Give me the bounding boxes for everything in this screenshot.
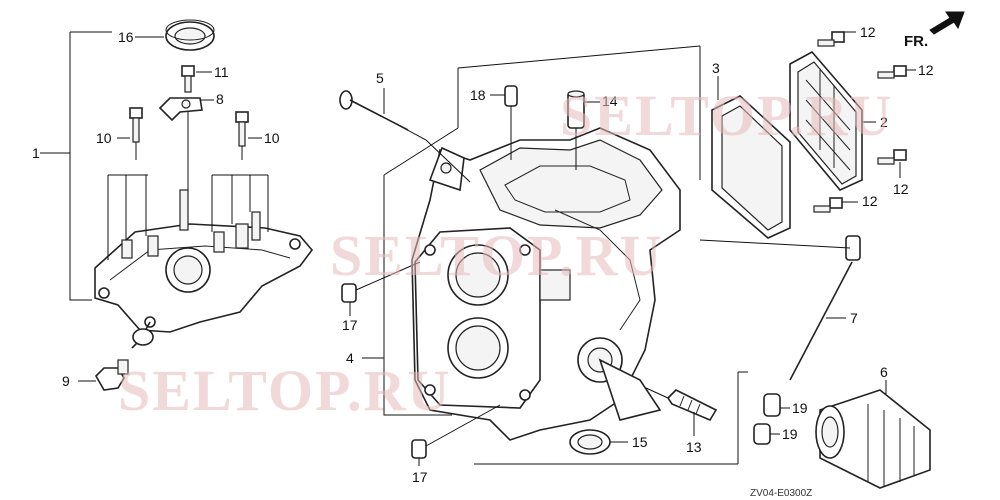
callout-16: 16 [118, 29, 134, 45]
callout-18: 18 [470, 87, 486, 103]
callout-8: 8 [216, 91, 224, 107]
oil-seal-15 [569, 429, 611, 455]
callout-17-lower: 17 [412, 469, 428, 485]
bolt-10-left [129, 107, 143, 143]
stud-13 [666, 389, 718, 422]
callout-15: 15 [632, 434, 648, 450]
gasket-3 [711, 95, 791, 239]
callout-3: 3 [712, 60, 720, 76]
bolt-12-d [813, 197, 843, 213]
callout-17-upper: 17 [342, 317, 358, 333]
callout-1: 1 [32, 145, 40, 161]
callout-19-lower: 19 [782, 426, 798, 442]
callout-13: 13 [686, 439, 702, 455]
callout-12-b: 12 [918, 62, 934, 78]
callout-2: 2 [880, 114, 888, 130]
watermark-1: SELTOP.RU [560, 83, 893, 148]
callout-6: 6 [880, 364, 888, 380]
sleeve-14 [567, 90, 585, 129]
front-direction-indicator: FR. [904, 11, 965, 50]
dipstick-7 [789, 235, 861, 381]
callout-10-right: 10 [264, 130, 280, 146]
dowel-18 [504, 85, 518, 107]
bolt-5 [339, 90, 427, 141]
bolt-11 [181, 65, 195, 93]
grommet-19-upper [763, 393, 781, 417]
dowel-17-lower [411, 439, 427, 459]
bolt-10-right [235, 111, 249, 147]
oil-filter-6 [815, 389, 931, 489]
callout-5: 5 [376, 70, 384, 86]
front-direction-label: FR. [904, 33, 928, 50]
arrow-icon [929, 11, 965, 35]
cylinder-block-group [362, 45, 748, 465]
oil-seal-16 [165, 19, 215, 51]
callout-12-c: 12 [893, 181, 909, 197]
callout-12-d: 12 [862, 193, 878, 209]
diagram-code: ZV04-E0300Z [750, 488, 812, 499]
watermark-3: SELTOP.RU [118, 358, 451, 423]
callout-12-a: 12 [860, 24, 876, 40]
oil-level-switch-9 [95, 359, 129, 391]
callout-11: 11 [214, 64, 229, 80]
bolt-12-a [817, 31, 845, 47]
callout-4: 4 [346, 350, 354, 366]
watermark-2: SELTOP.RU [330, 223, 663, 288]
callout-10-left: 10 [96, 130, 112, 146]
bolt-12-b [877, 65, 907, 79]
dowel-17-upper [341, 283, 357, 303]
breather-cover-2 [789, 50, 863, 191]
callout-19-upper: 19 [792, 400, 808, 416]
bracket-8 [158, 97, 203, 122]
callout-14: 14 [602, 93, 618, 109]
bolt-12-c [877, 149, 907, 165]
grommet-19-lower [753, 423, 771, 445]
crankcase-cover-group [40, 31, 314, 349]
callout-9: 9 [62, 373, 70, 389]
callout-7: 7 [850, 310, 858, 326]
